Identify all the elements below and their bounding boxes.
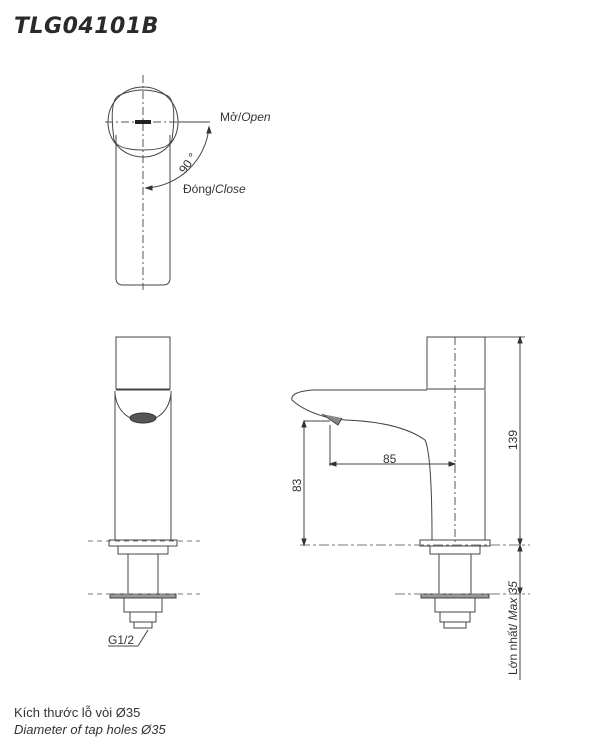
thread-label: G1/2: [108, 633, 135, 647]
note-en: Diameter of tap holes Ø35: [14, 722, 166, 737]
spout-height-dimension: 83: [290, 478, 304, 492]
max-thickness-label: Lớn nhất/ Max 35: [506, 581, 520, 675]
open-label-vi: Mở/: [220, 110, 242, 124]
max-thickness-vi: Lớn nhất/: [506, 620, 520, 675]
spout-reach-dimension: 85: [383, 452, 397, 466]
max-thickness-en: Max 35: [506, 581, 520, 621]
note-vi: Kích thước lỗ vòi Ø35: [14, 705, 141, 720]
close-label-vi: Đóng/: [183, 182, 216, 196]
open-label: Mở/Open: [220, 110, 271, 124]
front-view: [88, 336, 200, 647]
close-label-en: Close: [215, 182, 246, 196]
model-title: TLG04101B: [14, 14, 159, 39]
close-label: Đóng/Close: [183, 182, 246, 196]
open-label-en: Open: [241, 110, 271, 124]
top-view: [105, 75, 212, 290]
total-height-dimension: 139: [506, 429, 520, 450]
side-view: [291, 335, 530, 680]
logo-mark: [135, 120, 151, 124]
